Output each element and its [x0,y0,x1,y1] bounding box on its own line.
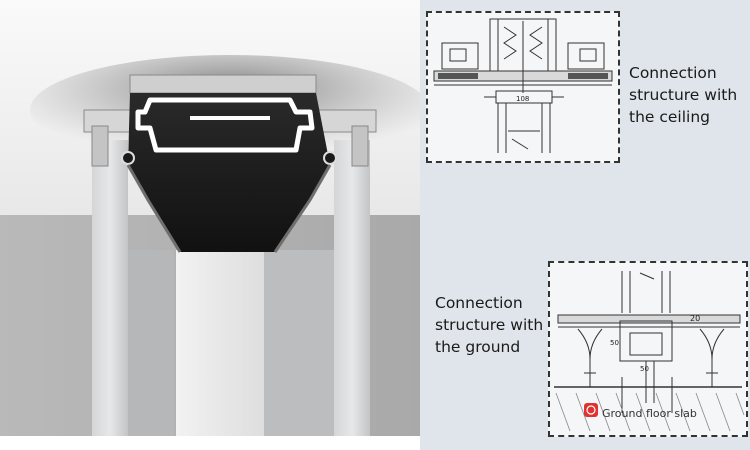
track-clip-right [351,125,369,167]
track-top-flange [129,74,317,94]
technical-drawings-panel: 108 Connection structure with the ceilin… [420,0,750,450]
track-clip-left [91,125,109,167]
ground-caption-line: the ground [435,338,521,356]
ceiling-caption-line: the ceiling [629,108,711,126]
track-bevel-right [273,164,332,253]
door-leaf [176,250,264,436]
ground-connection-drawing: 20 50 50 Ground floor slab [548,261,748,437]
door-jamb-right [264,250,334,436]
track-bevel-left [126,164,182,253]
ceiling-drawing-lines: 108 [433,18,613,153]
ground-caption-line: structure with [435,316,544,334]
track-inner-profile [135,97,315,153]
ceiling-caption-line: structure with [629,86,738,104]
ceiling-dimension-label: 108 [516,95,529,103]
gasket-right [323,151,337,165]
floor-strip [0,436,420,450]
ceiling-connection-drawing: 108 [426,11,620,163]
ground-connection-caption: Connection structure with the ground [435,292,543,358]
door-jamb-left [128,250,174,436]
ceiling-connection-caption: Connection structure with the ceiling [629,62,737,128]
ground-caption-line: Connection [435,294,523,312]
gasket-left [121,151,135,165]
ground-dimension-label: 50 [610,339,619,347]
ground-drawing-lines: 20 50 50 Ground floor slab [554,271,745,432]
track-channel-body [128,93,330,252]
watermark-badge-glyph [586,405,596,415]
ceiling-track-render [0,0,420,450]
glass-panel-right [334,140,370,436]
glass-panel-left [92,140,128,436]
ground-slab-label: Ground floor slab [602,407,697,420]
ground-dimension-label: 50 [640,365,649,373]
ground-dimension-label: 20 [690,314,700,323]
ceiling-caption-line: Connection [629,64,717,82]
watermark-badge-icon [584,403,598,417]
